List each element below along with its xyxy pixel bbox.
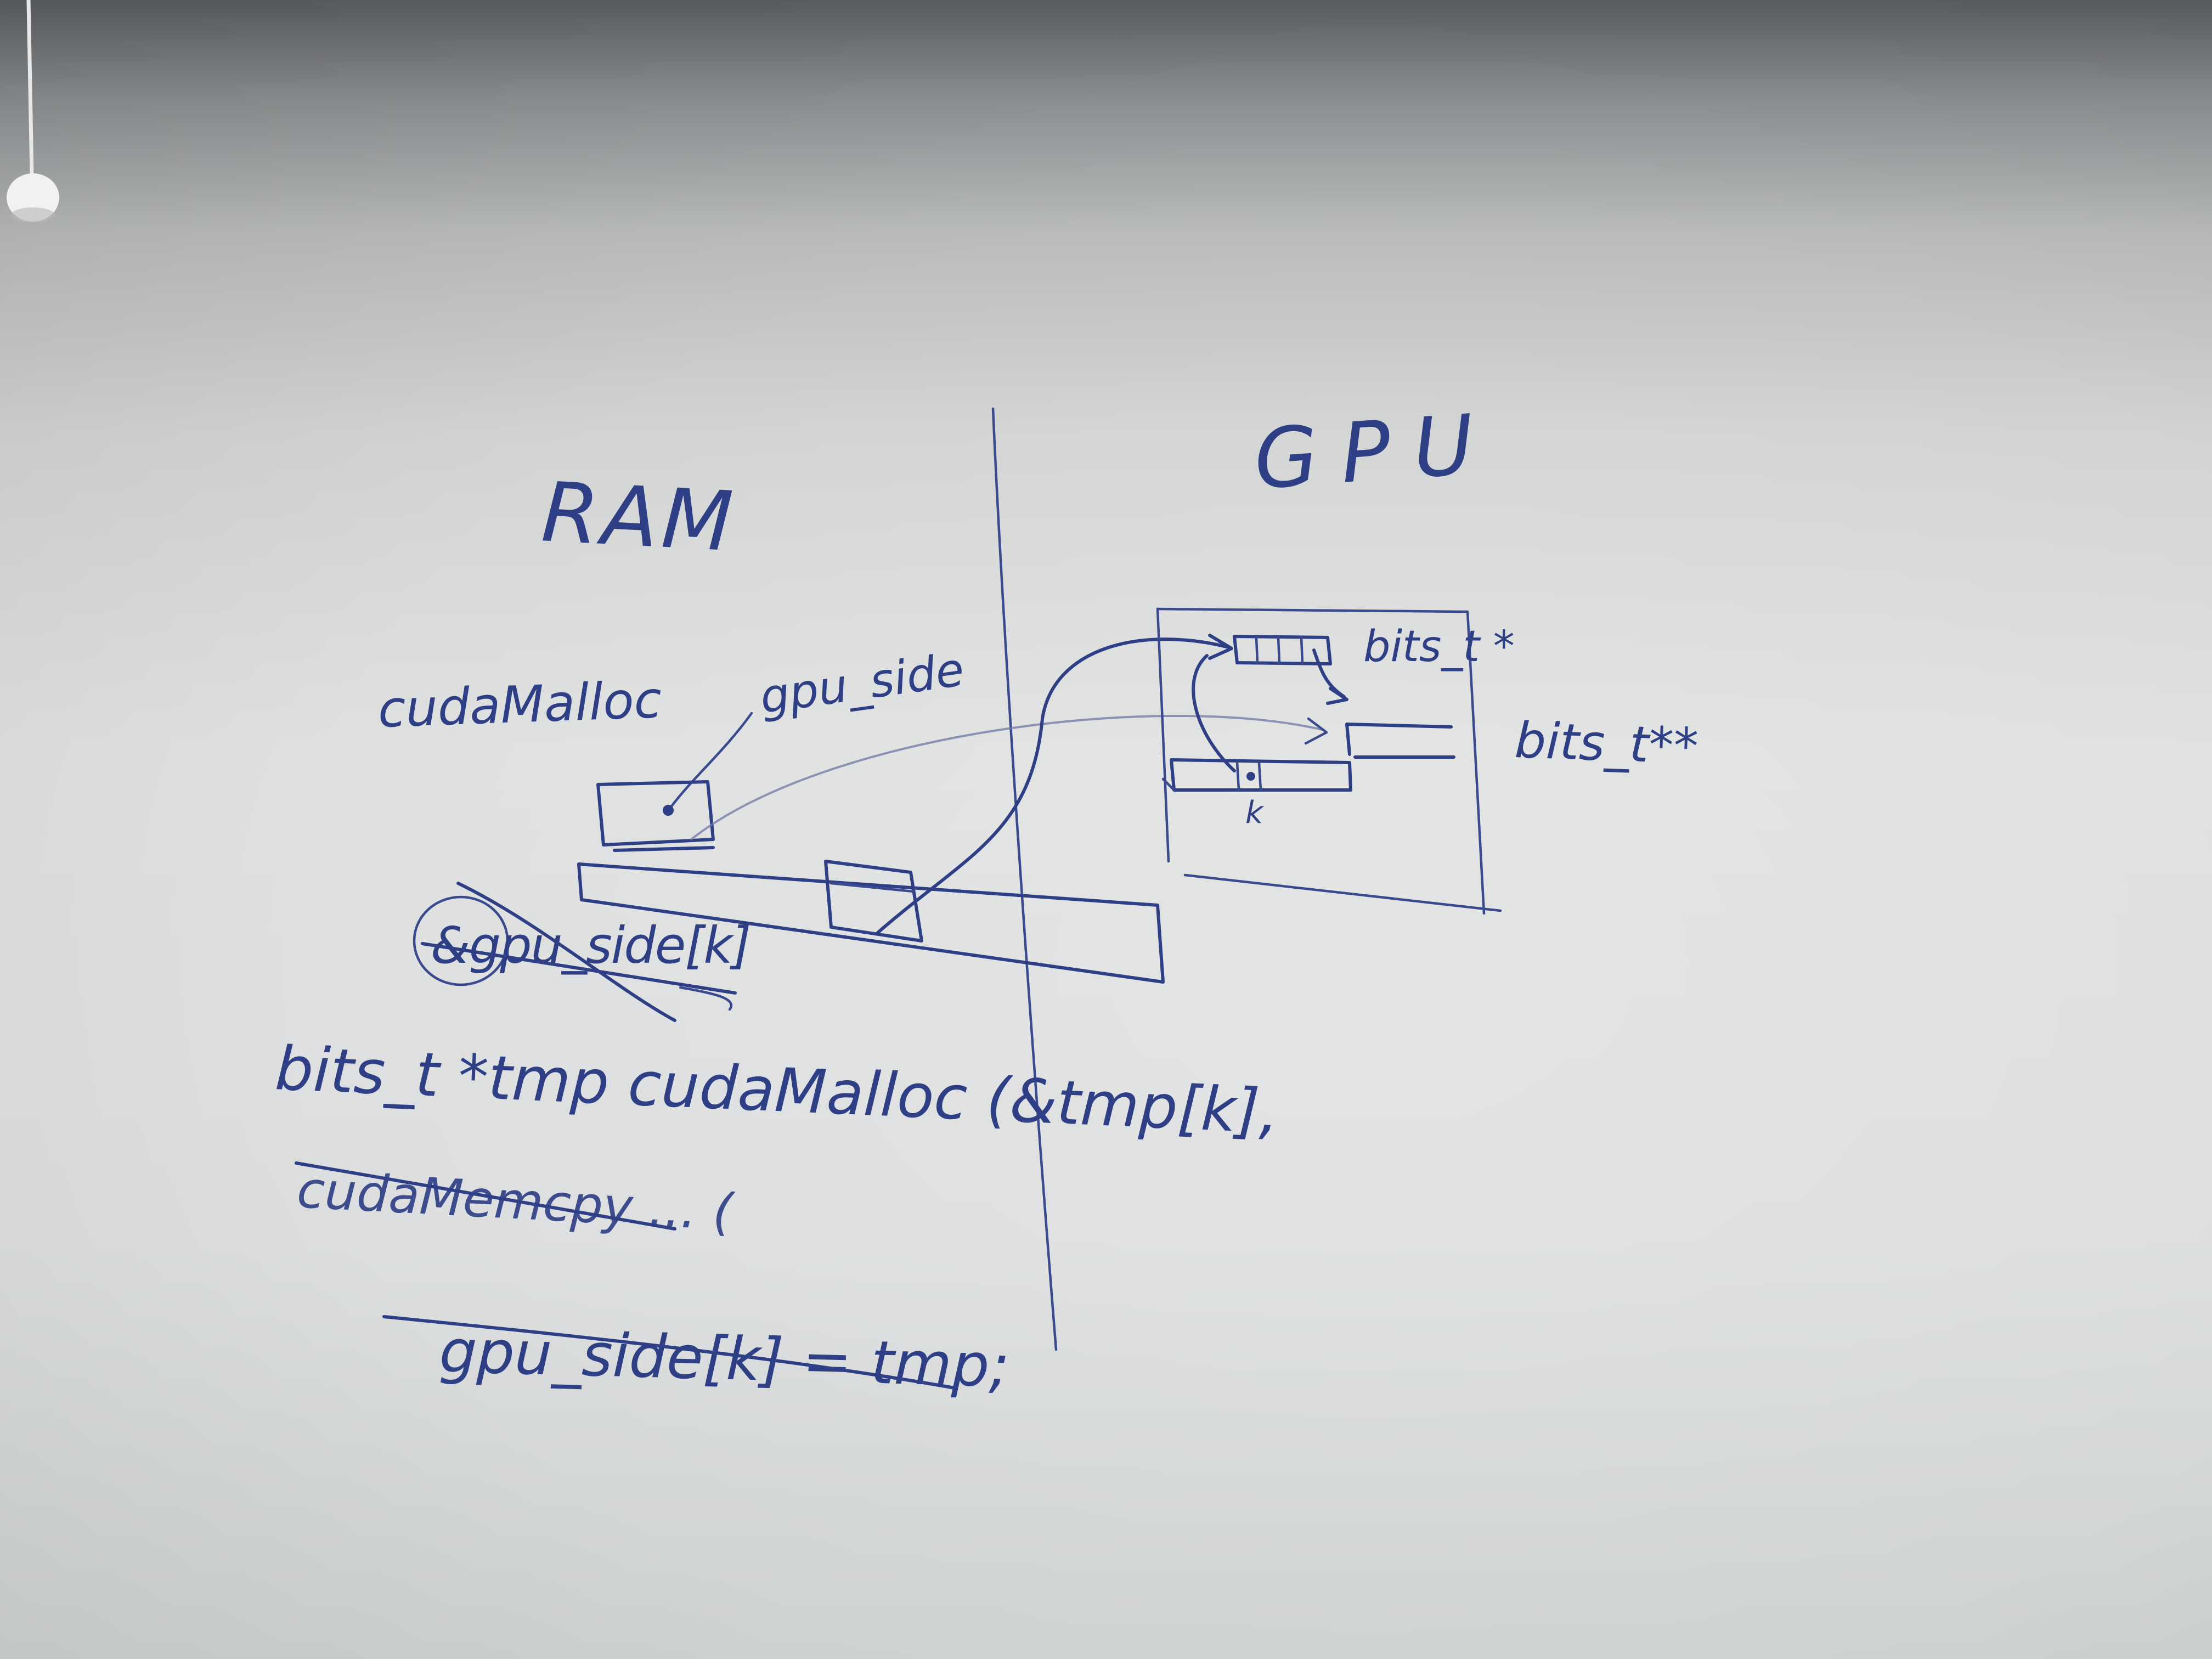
bits-t-ptrptr-label: bits_t** [1514, 712, 1699, 776]
code-line-2-struck: cudaMemcpy ... ( [295, 1160, 736, 1242]
gpu-lower-array [1161, 654, 1352, 792]
index-k-label: k [1245, 795, 1265, 831]
ceiling-cord-fixture [7, 0, 59, 223]
cudamalloc-label: cudaMalloc [377, 670, 663, 739]
gpu-side-pointer-box [596, 780, 715, 852]
gpu-memory-frame [1156, 607, 1502, 915]
gpu-side-arrowhead [1304, 717, 1328, 745]
gpu-side-label: gpu_side [757, 642, 967, 724]
element-to-gpu-arrow [876, 637, 1231, 934]
code-line-3-struck: gpu_side[k] = tmp; [382, 1315, 1011, 1401]
gpu-bits-row [1233, 635, 1348, 705]
gpu-bits-ptrptr-array [1345, 723, 1455, 759]
code-line-1: bits_t *tmp cudaMalloc (&tmp[k], [274, 1033, 1280, 1147]
crossed-expression: &gpu_side[k] [413, 882, 751, 1022]
ram-label: RAM [539, 465, 738, 570]
gpu-side-leader-line [668, 712, 753, 811]
divider-line [991, 407, 1058, 1351]
gpu-side-to-bits-arrow [690, 715, 1323, 840]
bits-t-ptr-label: bits_t * [1363, 622, 1515, 672]
element-arrowhead [1208, 634, 1233, 660]
gpu-label: GPU [1251, 396, 1500, 507]
ram-array-bar [577, 860, 1165, 984]
